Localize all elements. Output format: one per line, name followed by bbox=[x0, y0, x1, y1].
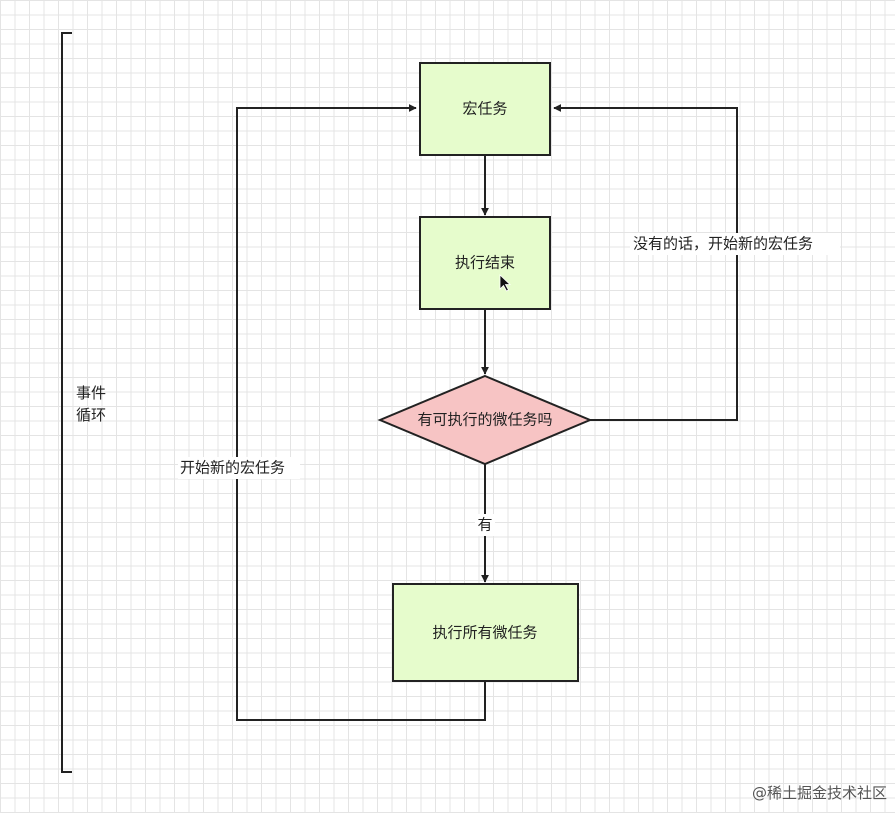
edge-new-macrotask-loop bbox=[236, 104, 486, 721]
no-label-bg bbox=[630, 233, 840, 255]
exec-end-node bbox=[419, 216, 551, 310]
exec-all-microtasks-label: 执行所有微任务 bbox=[432, 624, 537, 642]
macrotask-node bbox=[419, 62, 551, 156]
edge-decision-no-loop bbox=[553, 104, 738, 421]
no-label: 没有的话，开始新的宏任务 bbox=[633, 235, 813, 253]
bracket-label-line1: 事件 bbox=[76, 384, 106, 402]
event-loop-bracket bbox=[61, 32, 72, 773]
watermark: @稀土掘金技术社区 bbox=[752, 784, 887, 802]
loop-label: 开始新的宏任务 bbox=[180, 459, 285, 477]
exec-end-label: 执行结束 bbox=[455, 254, 515, 272]
macrotask-label: 宏任务 bbox=[462, 100, 507, 118]
has-microtask-label: 有可执行的微任务吗 bbox=[417, 411, 552, 429]
bracket-label-line2: 循环 bbox=[76, 406, 106, 424]
mouse-cursor-icon bbox=[499, 274, 512, 292]
yes-label: 有 bbox=[477, 516, 492, 534]
exec-all-microtasks-node bbox=[392, 583, 579, 682]
loop-label-bg bbox=[178, 457, 300, 479]
yes-label-bg bbox=[475, 514, 495, 536]
